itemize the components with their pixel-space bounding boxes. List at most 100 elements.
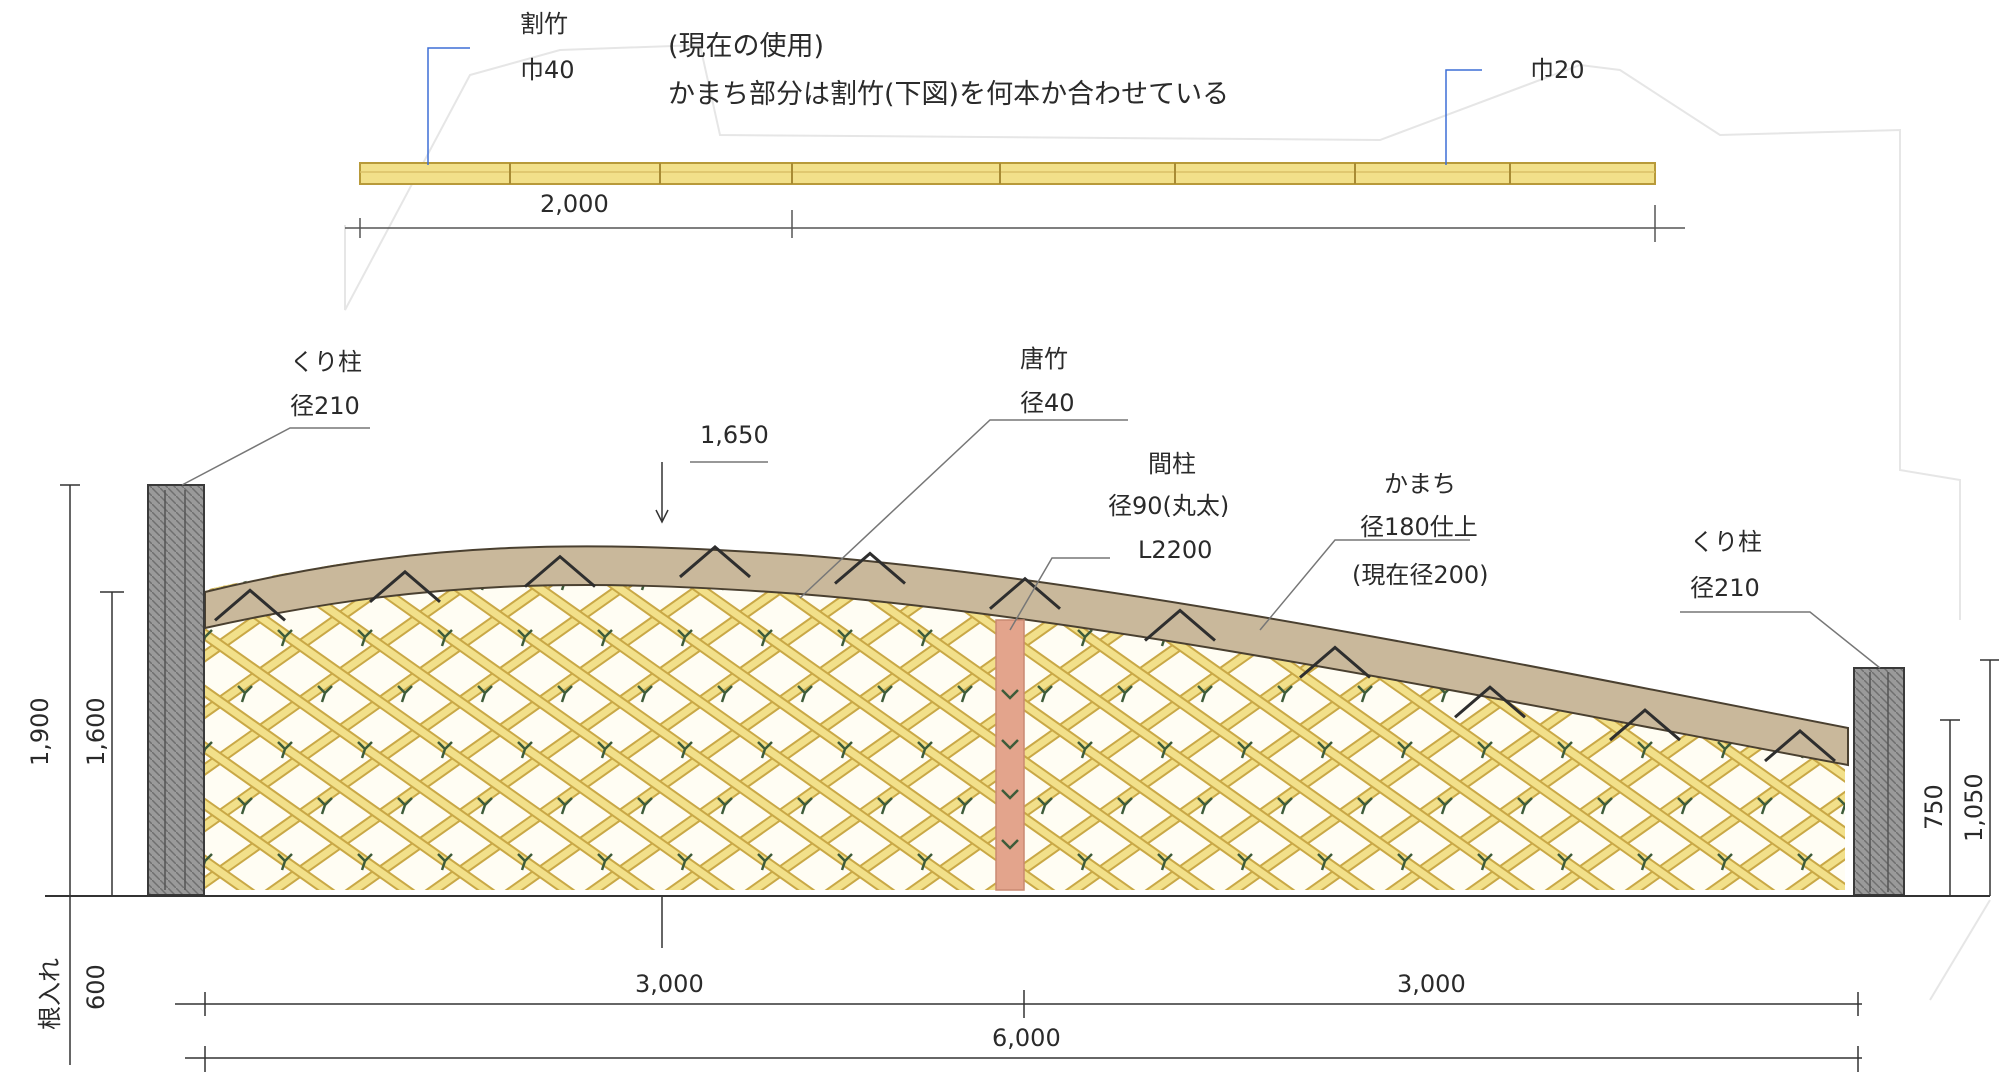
rail-binding: [989, 576, 1061, 610]
lattice-tie: [1557, 741, 1573, 759]
mid-post-ties: [1001, 689, 1019, 850]
rail-binding: [1609, 708, 1681, 742]
lattice-tie: [837, 741, 853, 759]
lattice-bamboo: [0, 440, 30, 900]
lattice-tie: [877, 797, 893, 815]
lattice-tie: [1237, 741, 1253, 759]
lattice-tie: [357, 853, 373, 871]
lattice-bamboo: [1697, 546, 1845, 890]
kamachi-name: かまち: [1384, 470, 1456, 498]
rail-binding: [1764, 729, 1836, 763]
kamachi-current: (現在径200): [1352, 561, 1489, 589]
lattice-tie: [1397, 741, 1413, 759]
lattice-tie: [1837, 797, 1845, 815]
lattice-tie: [1117, 573, 1133, 591]
right-post-name: くり柱: [1690, 528, 1762, 556]
lattice-tie: [205, 741, 213, 759]
lattice-bamboo: [417, 546, 1073, 890]
lattice-tie: [957, 685, 973, 703]
lattice-bamboo: [0, 440, 100, 900]
lattice-tie: [237, 797, 253, 815]
lattice-bamboo: [487, 546, 1143, 890]
lattice-bamboo: [1617, 546, 1845, 890]
lattice-tie: [557, 685, 573, 703]
lattice-tie: [517, 853, 533, 871]
lattice-bamboo: [205, 546, 833, 890]
lattice-tie: [677, 629, 693, 647]
lattice-tie: [1557, 629, 1573, 647]
background-sketch-outline: [344, 43, 1991, 1001]
rail-name: 唐竹: [1020, 345, 1068, 373]
lattice-tie: [1597, 573, 1613, 591]
lattice-bamboo: [577, 546, 1233, 890]
mid-post-tie: [1001, 689, 1019, 700]
mid-post-name: 間柱: [1148, 450, 1196, 478]
strip-nodes: [509, 163, 1511, 184]
lattice-bamboo: [727, 546, 1383, 890]
lattice-tie: [1197, 573, 1213, 591]
lattice-bamboo: [807, 546, 1463, 890]
lattice-tie: [597, 741, 613, 759]
mid-post-tie: [1001, 839, 1019, 850]
lattice-tie: [317, 797, 333, 815]
lattice-tie: [1317, 853, 1333, 871]
embed-depth-label: 600: [82, 964, 110, 1010]
lattice-tie: [837, 629, 853, 647]
lattice-tie: [1117, 685, 1133, 703]
lattice-tie: [1357, 685, 1373, 703]
lattice-tie: [677, 853, 693, 871]
mid-post-tie: [1001, 739, 1019, 750]
lattice-tie: [757, 629, 773, 647]
lattice-bamboo: [497, 546, 1153, 890]
strip-note-line2: かまち部分は割竹(下図)を何本か合わせている: [668, 79, 1229, 110]
lattice-tie: [357, 629, 373, 647]
bamboo-lattice: [0, 440, 1845, 900]
lattice-tie: [277, 853, 293, 871]
lattice-bamboo: [887, 546, 1543, 890]
mid-post: [995, 619, 1025, 891]
total-height-right-label: 1,050: [1960, 773, 1988, 842]
strip-note-line1: (現在の使用): [668, 31, 824, 62]
lattice-bamboo: [647, 546, 1303, 890]
lattice-tie: [477, 797, 493, 815]
lattice-tie: [1357, 797, 1373, 815]
strip-width-right-label: 巾20: [1530, 56, 1585, 84]
lattice-tie: [717, 685, 733, 703]
lattice-bamboo: [205, 546, 663, 890]
lattice-tie: [1477, 853, 1493, 871]
lattice-tie: [277, 629, 293, 647]
right-post-dia: 径210: [1690, 574, 1760, 602]
lattice-bamboo: [1537, 546, 1845, 890]
lattice-tie: [477, 685, 493, 703]
strip-length-dimension: [345, 205, 1685, 242]
rail-leader: [799, 419, 1128, 599]
lattice-tie: [317, 685, 333, 703]
lattice-tie: [437, 629, 453, 647]
span-dimensions: [175, 990, 1862, 1072]
lattice-tie: [397, 797, 413, 815]
lattice-tie: [1197, 685, 1213, 703]
lattice-tie: [757, 741, 773, 759]
strip-right-leader: [1445, 69, 1482, 165]
peak-height-marker: [655, 461, 768, 948]
lattice-tie: [277, 741, 293, 759]
lattice-bamboo: [337, 546, 993, 890]
kamachi-rail-binding: [214, 544, 1836, 763]
lattice-bamboo: [567, 546, 1223, 890]
right-post-leader: [1680, 611, 1881, 669]
span-total-label: 6,000: [992, 1024, 1061, 1052]
lattice-tie: [917, 741, 933, 759]
lattice-tie: [1397, 853, 1413, 871]
lattice-tie: [437, 853, 453, 871]
lattice-bamboo: [737, 546, 1393, 890]
kamachi-leader: [1259, 539, 1470, 631]
lattice-tie: [1557, 853, 1573, 871]
lattice-tie: [757, 853, 773, 871]
lattice-tie: [1037, 685, 1053, 703]
lattice-tie: [1717, 853, 1733, 871]
split-bamboo-body: [359, 162, 1656, 185]
lattice-bamboo: [205, 546, 673, 890]
rail-dia: 径40: [1020, 389, 1075, 417]
lattice-bamboo: [205, 546, 343, 890]
